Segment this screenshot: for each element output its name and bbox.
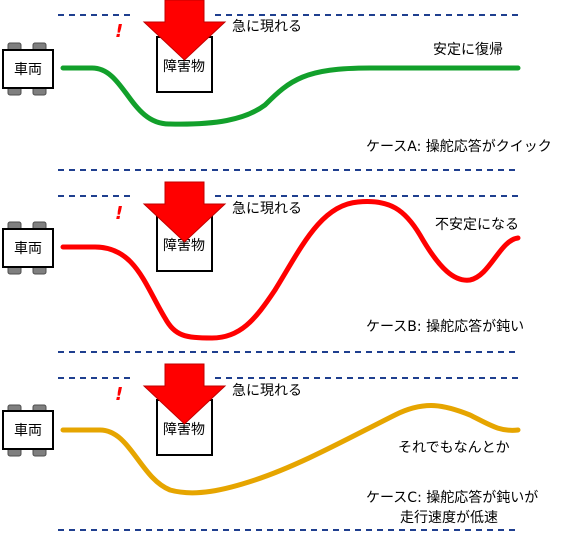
obstacle-label: 障害物 [163,422,205,438]
vehicle-label: 車両 [14,240,42,257]
trajectory-path [60,65,521,127]
sudden-appearance-label: 急に現れる [232,383,302,399]
vehicle-body [2,410,54,450]
falling-arrow-icon [142,0,227,61]
falling-arrow-icon [142,181,227,243]
panel-case-c: 車両 ! 障害物 急に現れる それでもなんとか ケースC: 操舵応答が鈍いが 走… [2,363,538,526]
case-label: 走行速度が低速 [400,510,498,526]
panel-case-a: 車両 ! 障害物 急に現れる 安定に復帰 ケースA: 操舵応答がクイック [2,0,552,155]
vehicle: 車両 [2,42,54,96]
exclamation-mark: ! [115,203,123,224]
obstacle-label: 障害物 [163,59,205,75]
case-label: ケースB: 操舵応答が鈍い [366,318,524,335]
trajectory-path [60,199,521,341]
case-label: ケースA: 操舵応答がクイック [366,138,552,155]
falling-arrow-icon [142,363,227,425]
exclamation-mark: ! [115,21,123,42]
case-label: ケースC: 操舵応答が鈍いが [366,489,538,506]
trajectory-path [60,403,521,496]
vehicle-label: 車両 [14,61,42,78]
obstacle-label: 障害物 [163,238,205,254]
sudden-appearance-label: 急に現れる [232,201,302,217]
vehicle-body [2,49,54,89]
vehicle-body [2,228,54,268]
panel-case-b: 車両 ! 障害物 急に現れる 不安定になる ケースB: 操舵応答が鈍い [2,181,524,341]
outcome-label: 不安定になる [435,217,519,233]
exclamation-mark: ! [115,384,123,405]
vehicle: 車両 [2,404,54,457]
sudden-appearance-label: 急に現れる [232,19,302,35]
vehicle-label: 車両 [14,422,42,439]
outcome-label: 安定に復帰 [433,41,503,58]
outcome-label: それでもなんとか [398,440,510,456]
vehicle: 車両 [2,221,54,275]
